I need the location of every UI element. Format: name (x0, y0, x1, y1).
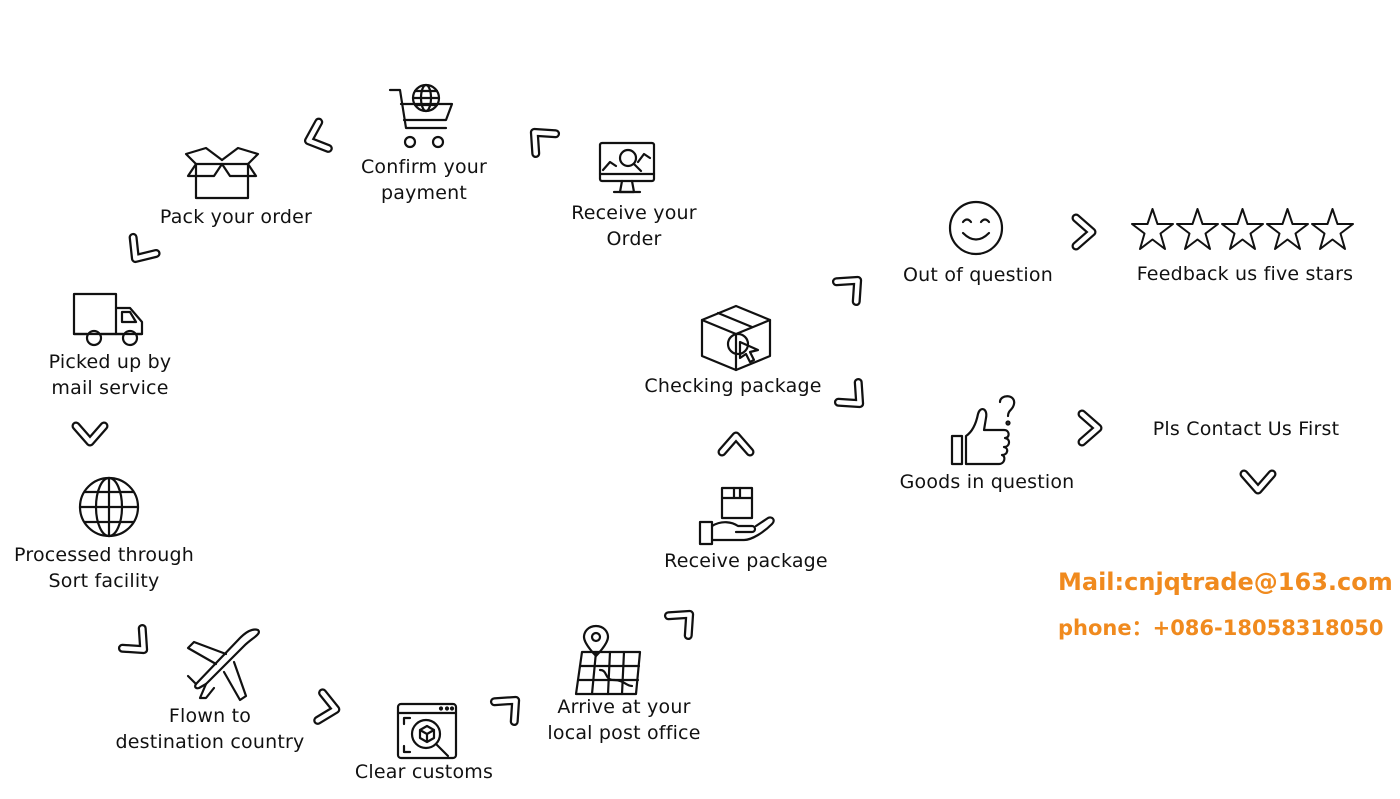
globe-icon (78, 476, 140, 538)
step-contact-first-label: Pls Contact Us First (1152, 418, 1340, 440)
five-stars (1130, 207, 1358, 259)
arrow-from-contact-first (1238, 462, 1278, 502)
arrow-to-out-of-question (824, 258, 881, 315)
arrow-to-goods-in-question (826, 370, 883, 427)
arrow-to-feedback (1064, 212, 1104, 252)
arrow-to-clear-customs (305, 685, 351, 731)
step-confirm-payment-label: Confirm your payment (360, 156, 488, 204)
step-out-of-question-label: Out of question (903, 264, 1053, 286)
contact-phone: phone：+086-18058318050 (1058, 616, 1384, 640)
star-icon (1221, 208, 1264, 250)
step-arrive-post-label: Arrive at your local post office (547, 696, 701, 744)
cart-globe-icon (388, 82, 458, 152)
truck-icon (72, 292, 144, 348)
contact-mail: Mail:cnjqtrade@163.com (1058, 568, 1393, 596)
arrow-to-checking-package (716, 424, 756, 464)
step-clear-customs-label: Clear customs (354, 761, 494, 783)
airplane-icon (186, 626, 266, 702)
hand-box-icon (698, 484, 778, 548)
step-picked-up-label: Picked up by mail service (48, 351, 172, 399)
step-receive-order-label: Receive your Order (571, 202, 697, 250)
arrow-to-contact-first (1070, 408, 1110, 448)
star-icon (1176, 208, 1219, 250)
star-icon (1311, 208, 1354, 250)
arrow-to-arrive-post (482, 678, 539, 735)
map-pin-icon (574, 624, 644, 696)
customs-scan-icon (396, 702, 458, 760)
arrow-to-picked-up (112, 224, 168, 280)
arrow-to-processed (70, 414, 110, 454)
step-checking-package-label: Checking package (644, 375, 822, 397)
step-flown-label: Flown to destination country (115, 705, 305, 753)
arrow-to-receive-package (656, 592, 713, 649)
star-icon (1266, 208, 1309, 250)
step-feedback-label: Feedback us five stars (1136, 263, 1354, 285)
step-receive-package-label: Receive package (664, 550, 828, 572)
step-processed-label: Processed through Sort facility (14, 544, 194, 592)
arrow-to-flown (110, 616, 167, 673)
arrow-to-pack-order (290, 112, 341, 163)
star-icon (1131, 208, 1174, 250)
step-pack-order-label: Pack your order (159, 206, 313, 228)
box-cursor-icon (700, 304, 772, 372)
open-box-icon (184, 146, 260, 200)
step-goods-in-question-label: Goods in question (899, 471, 1075, 493)
smiley-icon (948, 200, 1004, 256)
monitor-magnifier-icon (598, 140, 656, 198)
arrow-to-confirm-payment (512, 110, 569, 167)
thumbs-up-question-icon (950, 392, 1020, 468)
